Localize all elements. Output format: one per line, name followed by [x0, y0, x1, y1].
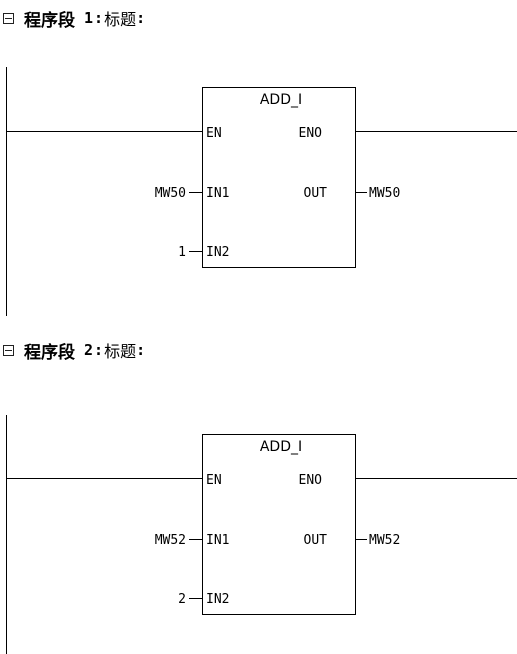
in2-operand[interactable]: 1	[178, 245, 186, 260]
collapse-icon[interactable]	[3, 12, 14, 24]
network-title-colon: :	[136, 9, 146, 27]
out-operand[interactable]: MW50	[369, 186, 400, 201]
network-1: 程序段 1 : 标题 : ADD_I EN ENO IN1 OUT IN2 MW…	[0, 0, 517, 320]
eno-pin-label: ENO	[299, 126, 323, 141]
network-1-header[interactable]: 程序段 1 : 标题 :	[0, 6, 146, 31]
network-number-colon: :	[94, 9, 104, 27]
in1-operand[interactable]: MW52	[155, 533, 186, 548]
collapse-icon[interactable]	[3, 344, 14, 356]
network-number: 2	[84, 341, 94, 359]
eno-pin-label: ENO	[299, 473, 323, 488]
network-label: 程序段	[24, 342, 75, 363]
network-title[interactable]: 标题	[104, 10, 137, 29]
out-pin-label: OUT	[304, 533, 328, 548]
in2-operand[interactable]: 2	[178, 592, 186, 607]
network-label: 程序段	[24, 10, 75, 31]
in2-pin-label: IN2	[206, 592, 229, 607]
in2-pin-label: IN2	[206, 245, 229, 260]
add-i-block[interactable]	[202, 434, 356, 615]
in1-pin-label: IN1	[206, 533, 229, 548]
out-pin-label: OUT	[304, 186, 328, 201]
network-number: 1	[84, 9, 94, 27]
en-pin-label: EN	[206, 126, 222, 141]
in1-operand[interactable]: MW50	[155, 186, 186, 201]
en-pin-label: EN	[206, 473, 222, 488]
network-number-colon: :	[94, 341, 104, 359]
out-operand[interactable]: MW52	[369, 533, 400, 548]
network-2: 程序段 2 : 标题 : ADD_I EN ENO IN1 OUT IN2 MW…	[0, 330, 517, 654]
network-title[interactable]: 标题	[104, 342, 137, 361]
block-name: ADD_I	[260, 439, 302, 455]
network-title-colon: :	[136, 341, 146, 359]
block-name: ADD_I	[260, 92, 302, 108]
ladder-rung-2: ADD_I EN ENO IN1 OUT IN2 MW52 2 MW52	[6, 415, 517, 654]
network-2-header[interactable]: 程序段 2 : 标题 :	[0, 338, 146, 363]
in1-pin-label: IN1	[206, 186, 229, 201]
ladder-rung-1: ADD_I EN ENO IN1 OUT IN2 MW50 1 MW50	[6, 67, 517, 316]
add-i-block[interactable]	[202, 87, 356, 268]
